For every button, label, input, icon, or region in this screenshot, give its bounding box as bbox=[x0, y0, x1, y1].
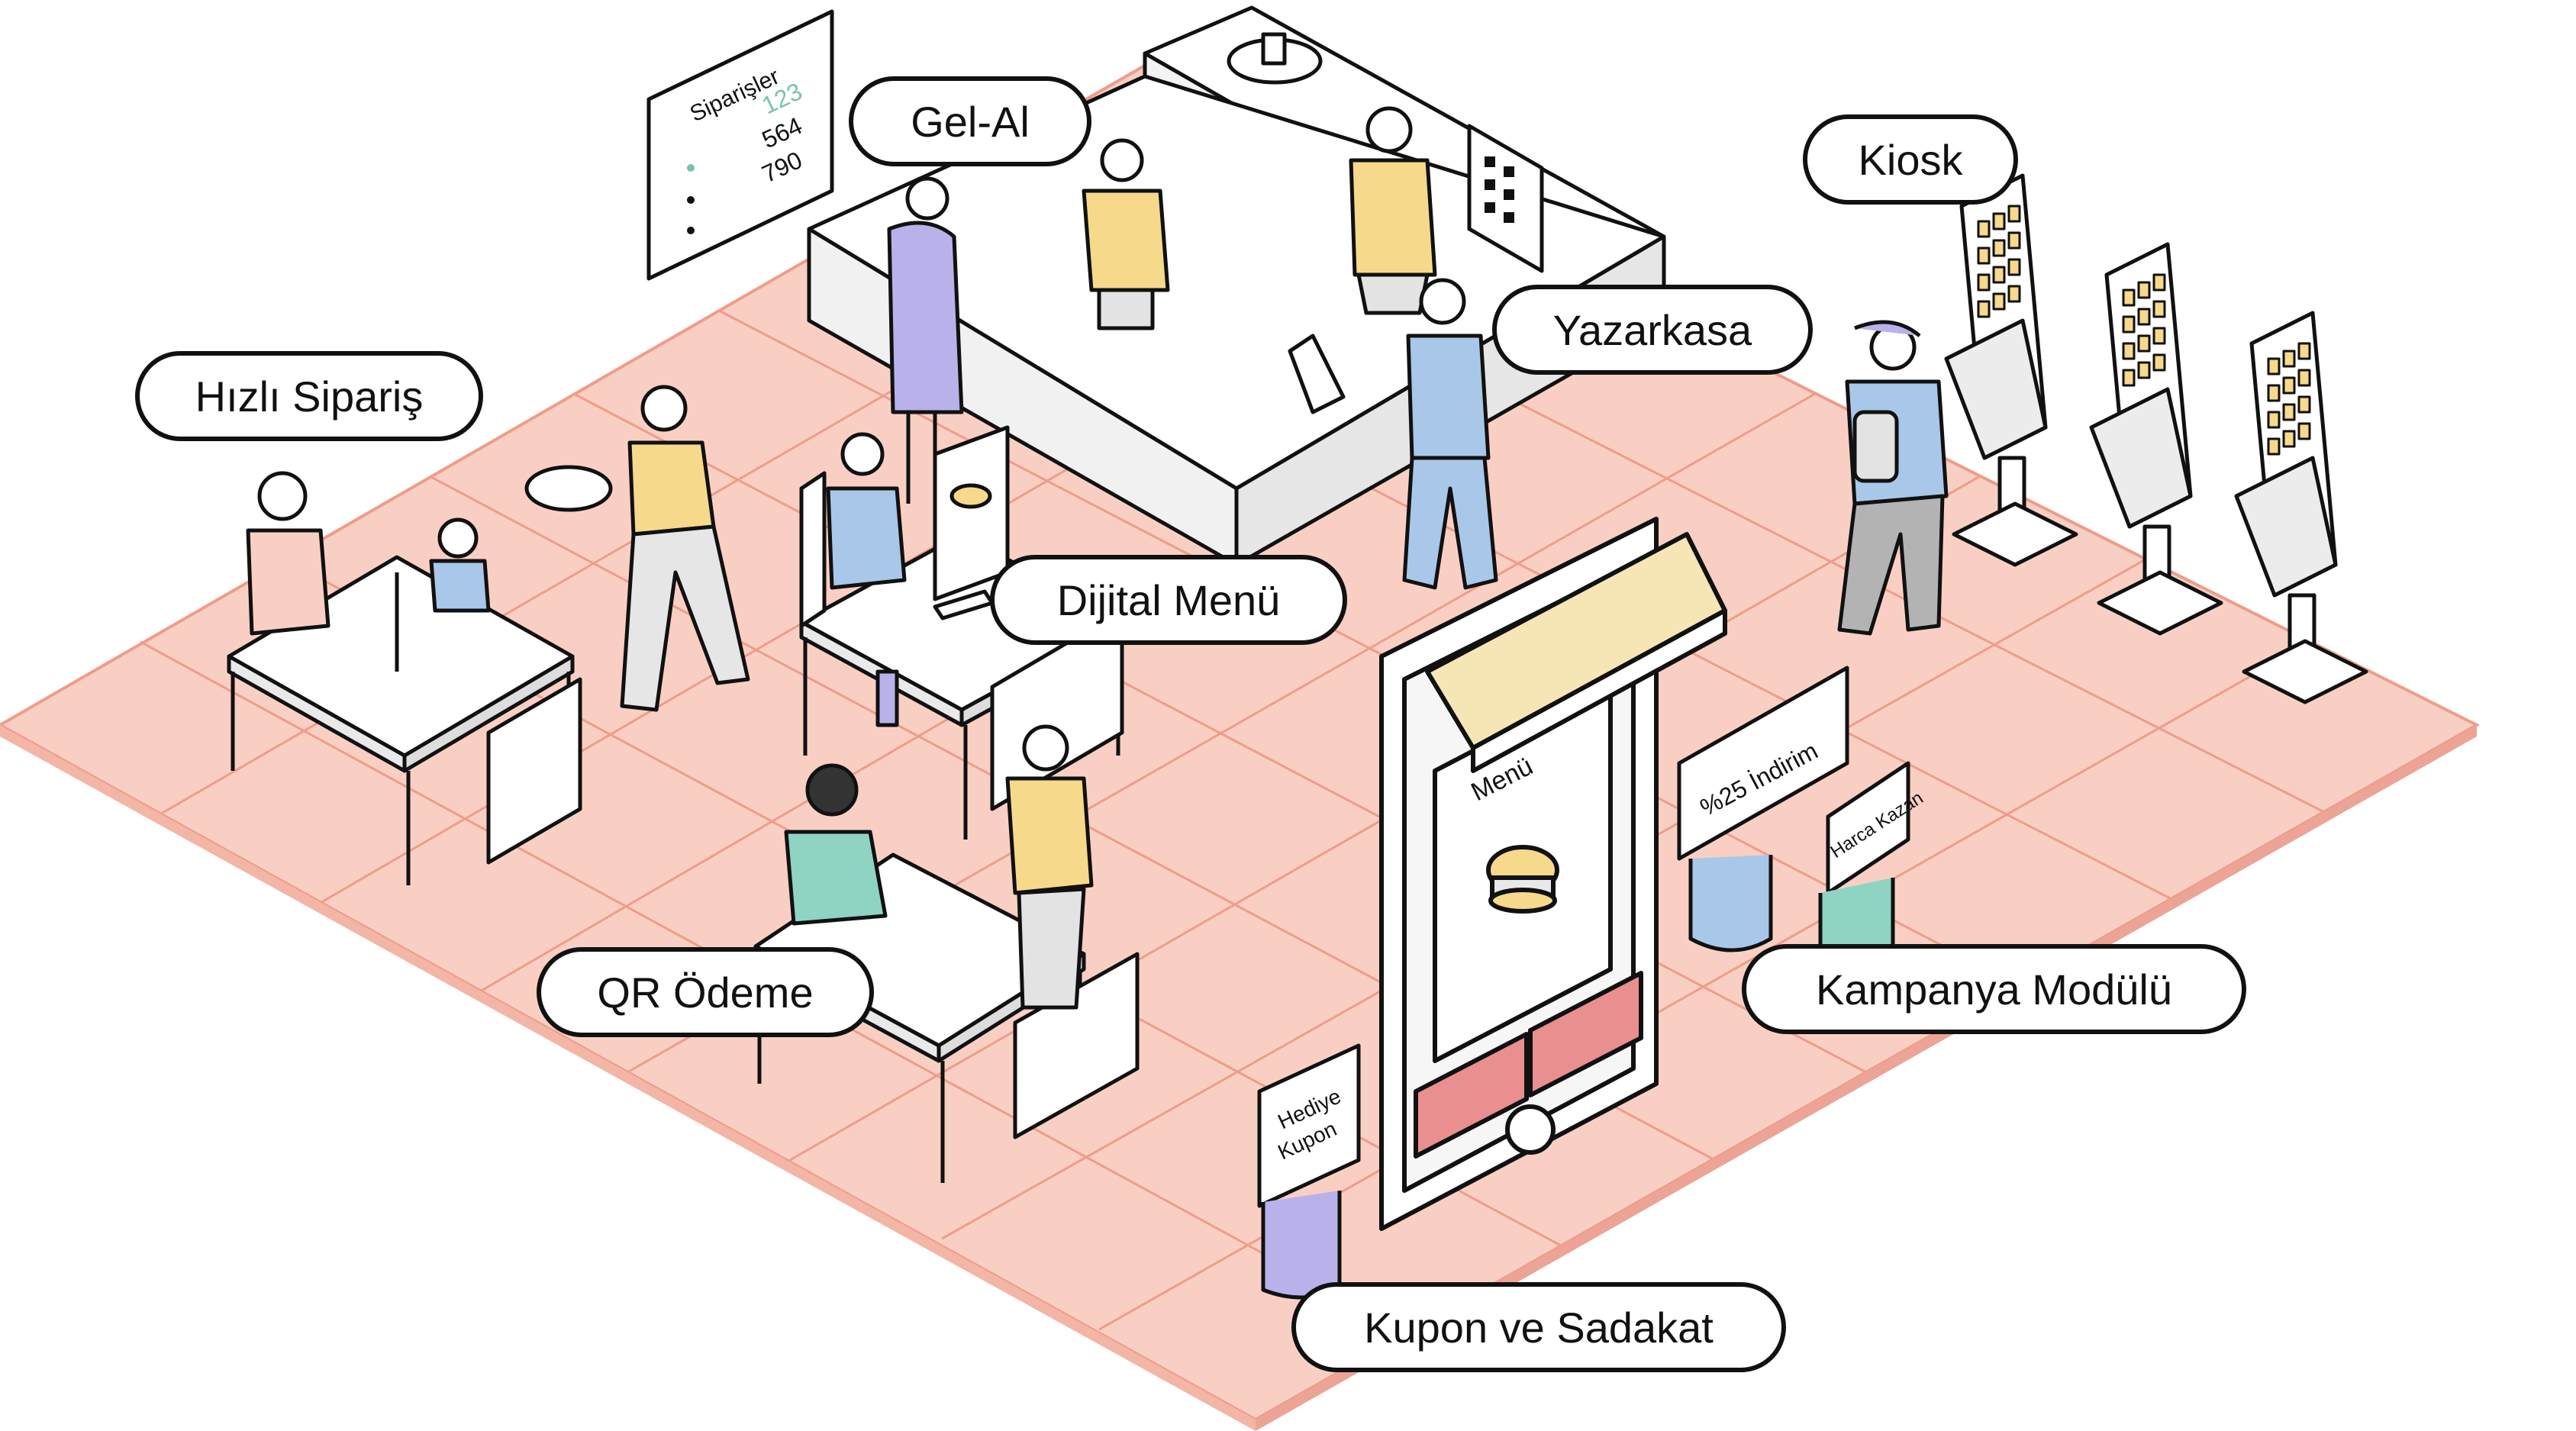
person-waitress bbox=[524, 385, 750, 712]
label-yazarkasa: Yazarkasa bbox=[1492, 285, 1813, 375]
person-child bbox=[429, 517, 491, 613]
phone-awning bbox=[1425, 532, 1727, 773]
person-middle-diner bbox=[826, 432, 907, 727]
person-left-diner bbox=[246, 471, 330, 636]
hediye-kupon-sign: Hediye Kupon bbox=[1257, 1043, 1361, 1300]
person-cashier bbox=[1349, 106, 1437, 315]
label-kiosk: Kiosk bbox=[1803, 114, 2018, 205]
label-kampanya-modulu: Kampanya Modülü bbox=[1742, 944, 2246, 1034]
person-customer-blue bbox=[1402, 278, 1498, 590]
person-counter-yellow bbox=[1082, 138, 1170, 330]
kiosk-machine-3 bbox=[2234, 311, 2368, 704]
kiosk-machine-1 bbox=[1944, 173, 2078, 567]
phone: Menü bbox=[1379, 517, 1727, 1231]
label-dijital-menu: Dijital Menü bbox=[990, 555, 1347, 645]
label-hizli-siparis: Hızlı Sipariş bbox=[135, 351, 483, 441]
kiosk-machines bbox=[1944, 173, 2368, 704]
people bbox=[246, 106, 1949, 1010]
person-kiosk-user bbox=[1837, 320, 1949, 636]
label-qr-odeme: QR Ödeme bbox=[537, 947, 874, 1037]
campaign-signs: %25 İndirim Harca Kazan Hediye Kupon bbox=[1257, 666, 1927, 1300]
order-board: Siparişler 123 564 790 bbox=[646, 9, 834, 281]
person-qr-teal bbox=[784, 763, 888, 926]
discount-sign: %25 İndirim bbox=[1677, 666, 1849, 952]
person-qr-yellow bbox=[1005, 724, 1094, 1010]
label-kupon-ve-sadakat: Kupon ve Sadakat bbox=[1291, 1282, 1786, 1372]
label-gel-al: Gel-Al bbox=[849, 76, 1091, 166]
pos-terminal bbox=[1288, 124, 1544, 414]
kiosk-machine-2 bbox=[2089, 242, 2223, 636]
